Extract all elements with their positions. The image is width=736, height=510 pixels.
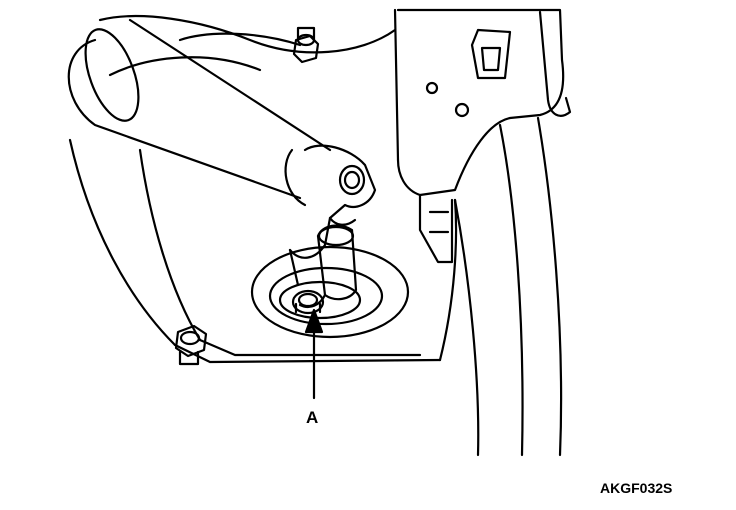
figure-code: AKGF032S [600,480,672,496]
shift-lever-shaft [67,18,332,207]
shift-cable-bracket [396,8,572,264]
callout-arrow [304,308,324,400]
transmission-case [68,8,458,364]
callout-label-a: A [306,408,318,427]
shaft-boss [250,245,410,339]
lever-yoke [288,144,377,259]
case-bolt-bottom [174,324,208,366]
lever-nut [291,289,325,315]
case-bolt-top [292,26,320,64]
right-hoses [453,116,563,457]
manual-valve-lever [288,224,358,309]
